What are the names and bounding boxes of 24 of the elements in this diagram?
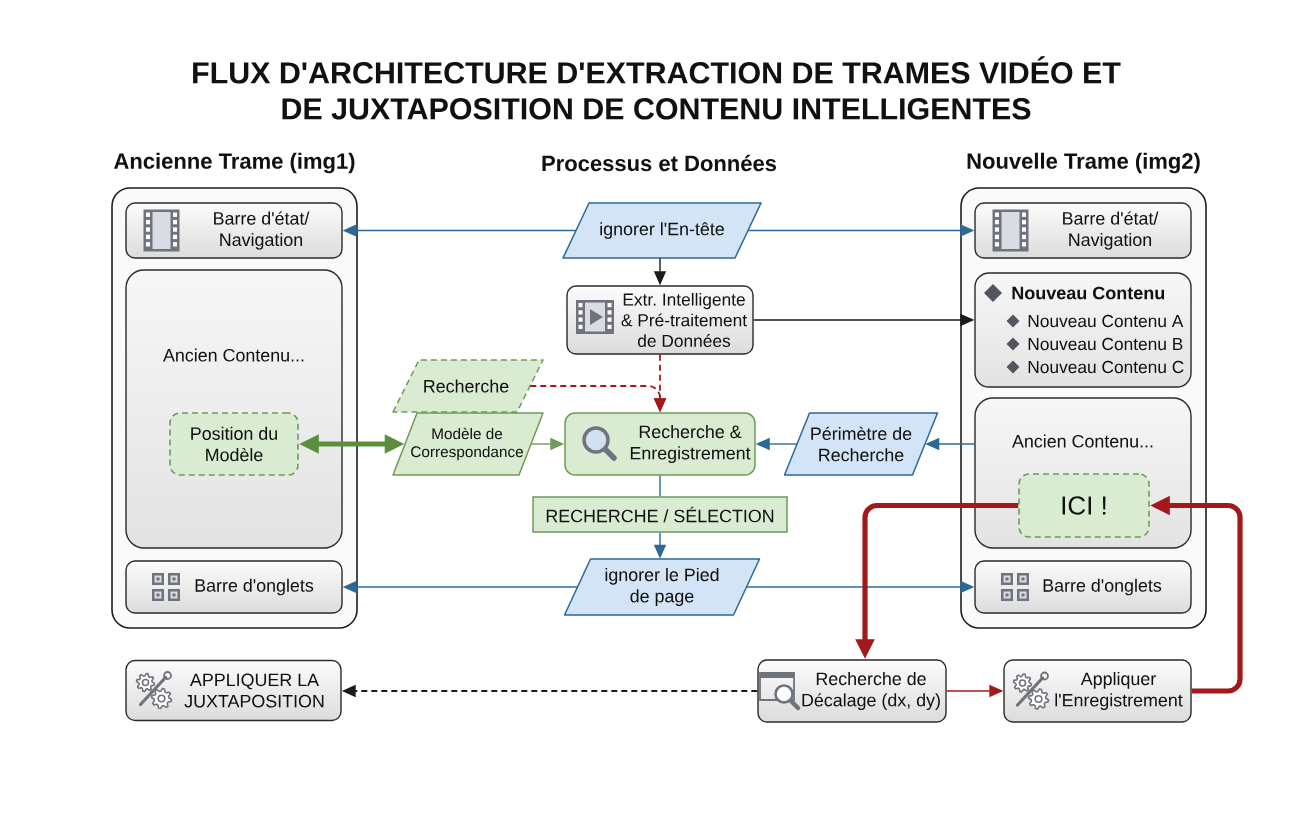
process-box: Recherche de Décalage (dx, dy) (757, 659, 947, 723)
list-item: Nouveau Contenu A (1028, 314, 1184, 328)
list-heading: Nouveau Contenu (1012, 286, 1165, 300)
dashed-box: ICI ! (1018, 473, 1150, 538)
toolbar-box: Barre d'onglets (974, 560, 1192, 614)
process-box: APPLIQUER LA JUXTAPOSITION (125, 659, 342, 722)
list-item: Nouveau Contenu C (1028, 360, 1184, 374)
list-item: Nouveau Contenu B (1028, 337, 1183, 351)
dashed-parallelogram: Recherche (392, 359, 544, 413)
step-box: RECHERCHE / SÉLECTION (532, 496, 788, 533)
dashed-box: Position du Modèle (169, 412, 299, 476)
data-parallelogram: Périmètre de Recherche (783, 412, 939, 476)
toolbar-box: Barre d'onglets (125, 560, 343, 614)
title: FLUX D'ARCHITECTURE D'EXTRACTION DE TRAMES VIDÉO ET DE JUXTAPOSITION DE CONTENU INTELLIGENTES (193, 56, 1121, 120)
process-box: Extr. Intelligente & Pré-traitement de Données (566, 285, 754, 355)
column-heading: Nouvelle Trame (img2) (967, 152, 1200, 174)
process-box: Recherche & Enregistrement (564, 412, 756, 476)
column-heading: Ancienne Trame (img1) (114, 152, 355, 174)
data-parallelogram: Modèle de Correspondance (392, 412, 544, 476)
connector-line (659, 475, 661, 497)
process-box: Appliquer l'Enregistrement (1003, 659, 1192, 723)
column-heading: Processus et Données (542, 154, 777, 172)
data-parallelogram: ignorer le Pied de page (563, 558, 761, 616)
data-parallelogram: ignorer l'En-tête (562, 202, 762, 259)
